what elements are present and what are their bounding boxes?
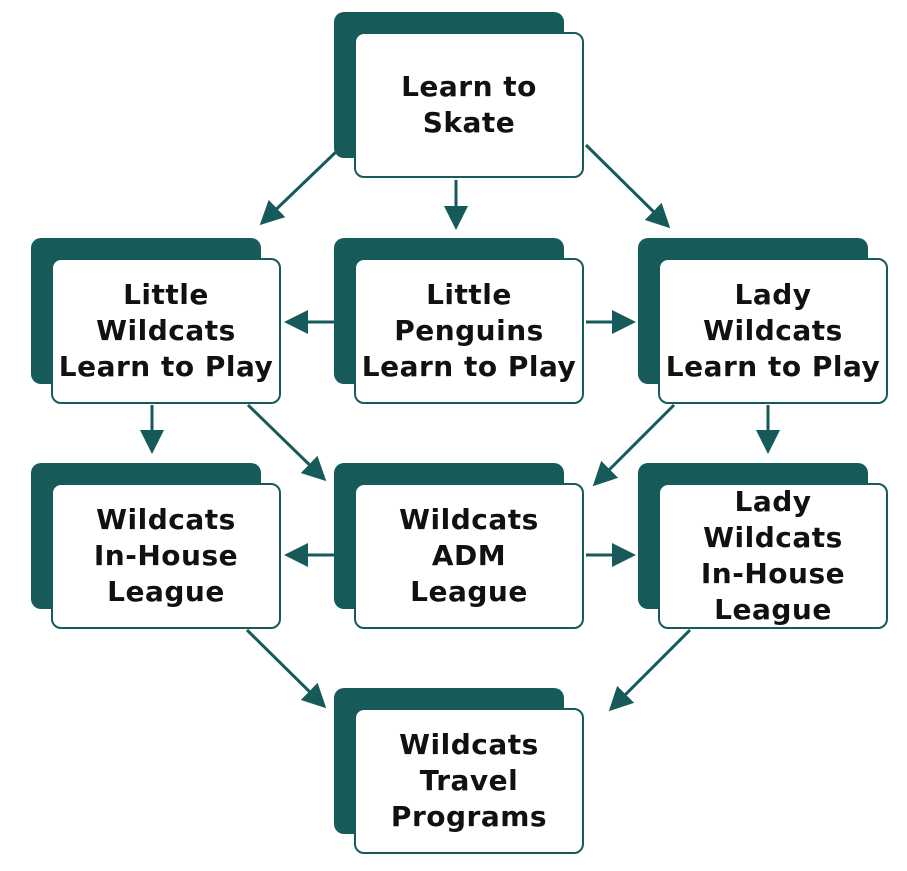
node-label-wildcats-travel: Wildcats Travel Programs <box>390 728 548 833</box>
node-card: Learn to Skate <box>354 32 584 178</box>
node-label-wildcats-adm: Wildcats ADM League <box>399 503 539 608</box>
node-card: Wildcats Travel Programs <box>354 708 584 854</box>
node-label-little-penguins: Little Penguins Learn to Play <box>361 278 577 383</box>
arrow-lady-wildcats-to-adm <box>592 403 676 487</box>
node-label-lady-wildcats-in-house: Lady Wildcats In-House League <box>700 485 846 626</box>
node-card: Wildcats ADM League <box>354 483 584 629</box>
node-wildcats-travel-programs: Wildcats Travel Programs <box>334 688 584 854</box>
arrow-skate-to-little-wildcats <box>259 148 340 226</box>
arrow-little-wildcats-to-adm <box>246 403 327 482</box>
node-label-learn-to-skate: Learn to Skate <box>401 70 537 139</box>
node-little-wildcats-learn-to-play: Little Wildcats Learn to Play <box>31 238 281 404</box>
node-card: Little Wildcats Learn to Play <box>51 258 281 404</box>
node-card: Lady Wildcats Learn to Play <box>658 258 888 404</box>
node-card: Wildcats In-House League <box>51 483 281 629</box>
arrow-wildcats-inhouse-to-travel <box>245 628 327 709</box>
arrow-skate-to-lady-wildcats <box>584 143 671 229</box>
node-label-little-wildcats: Little Wildcats Learn to Play <box>58 278 274 383</box>
node-little-penguins-learn-to-play: Little Penguins Learn to Play <box>334 238 584 404</box>
node-card: Lady Wildcats In-House League <box>658 483 888 629</box>
arrow-lady-inhouse-to-travel <box>608 628 692 712</box>
node-wildcats-adm-league: Wildcats ADM League <box>334 463 584 629</box>
node-lady-wildcats-in-house-league: Lady Wildcats In-House League <box>638 463 888 629</box>
node-card: Little Penguins Learn to Play <box>354 258 584 404</box>
node-label-lady-wildcats: Lady Wildcats Learn to Play <box>665 278 881 383</box>
node-wildcats-in-house-league: Wildcats In-House League <box>31 463 281 629</box>
node-lady-wildcats-learn-to-play: Lady Wildcats Learn to Play <box>638 238 888 404</box>
node-learn-to-skate: Learn to Skate <box>334 12 584 178</box>
node-label-wildcats-in-house: Wildcats In-House League <box>93 503 239 608</box>
